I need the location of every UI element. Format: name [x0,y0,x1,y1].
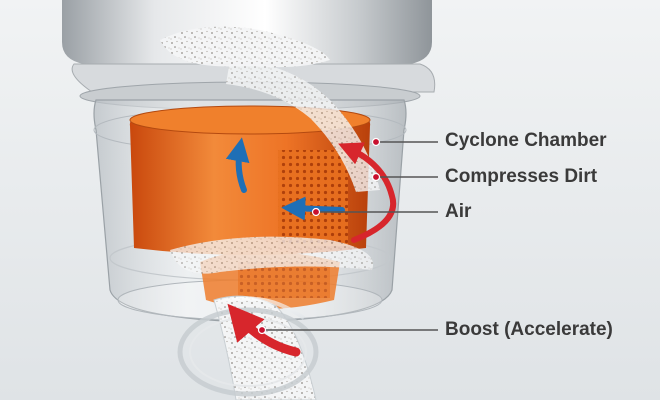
callout-dot [257,325,267,335]
filter-mesh [278,150,348,246]
blue-arrow-icon [225,137,250,193]
callout-cyclone-chamber: Cyclone Chamber [445,130,607,151]
callout-lines [257,137,438,335]
callout-dot [311,207,321,217]
callout-dot [371,137,381,147]
orange-filter [129,105,371,309]
callout-air: Air [445,201,472,222]
red-arrow-icon [338,142,397,243]
callout-dot [371,172,381,182]
callout-compresses-dirt: Compresses Dirt [445,166,598,187]
red-arrow-icon [227,303,301,357]
callout-boost: Boost (Accelerate) [445,319,613,340]
